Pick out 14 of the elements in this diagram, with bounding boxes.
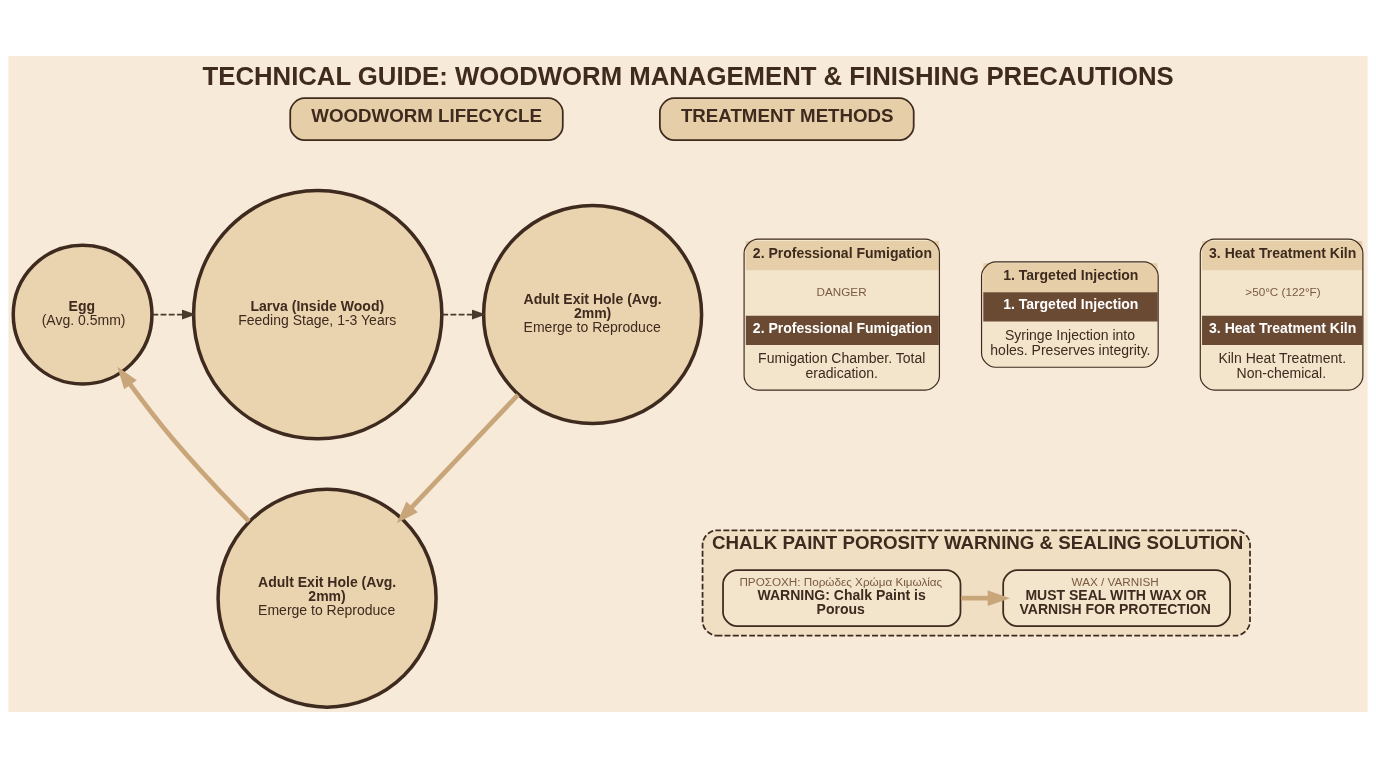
node-box: TREATMENT METHODS xyxy=(659,97,915,142)
arrow xyxy=(151,309,197,320)
diagram-title: TECHNICAL GUIDE: WOODWORM MANAGEMENT & FINISHING PRECAUTIONS xyxy=(202,61,1174,90)
node-circle: Egg (Avg. 0.5mm) xyxy=(11,243,154,386)
node-box: WOODWORM LIFECYCLE xyxy=(289,97,564,142)
node-circle: Adult Exit Hole (Avg. 2mm) Emerge to Reproduce xyxy=(481,203,704,426)
node-circle: Larva (Inside Wood) Feeding Stage, 1-3 Years xyxy=(191,188,444,441)
arrow xyxy=(117,366,251,523)
arrow xyxy=(960,590,1010,606)
arrow xyxy=(441,309,487,320)
arrow xyxy=(396,393,520,524)
node-box: ΠΡΟΣΟΧΗ: Πορώδες Χρώμα Κιμωλίας WARNING: Chalk Paint is Porous xyxy=(722,569,962,628)
node-circle: Adult Exit Hole (Avg. 2mm) Emerge to Reproduce xyxy=(216,487,438,709)
node-box: WAX / VARNISH MUST SEAL WITH WAX OR VARNISH FOR PROTECTION xyxy=(1002,569,1231,628)
